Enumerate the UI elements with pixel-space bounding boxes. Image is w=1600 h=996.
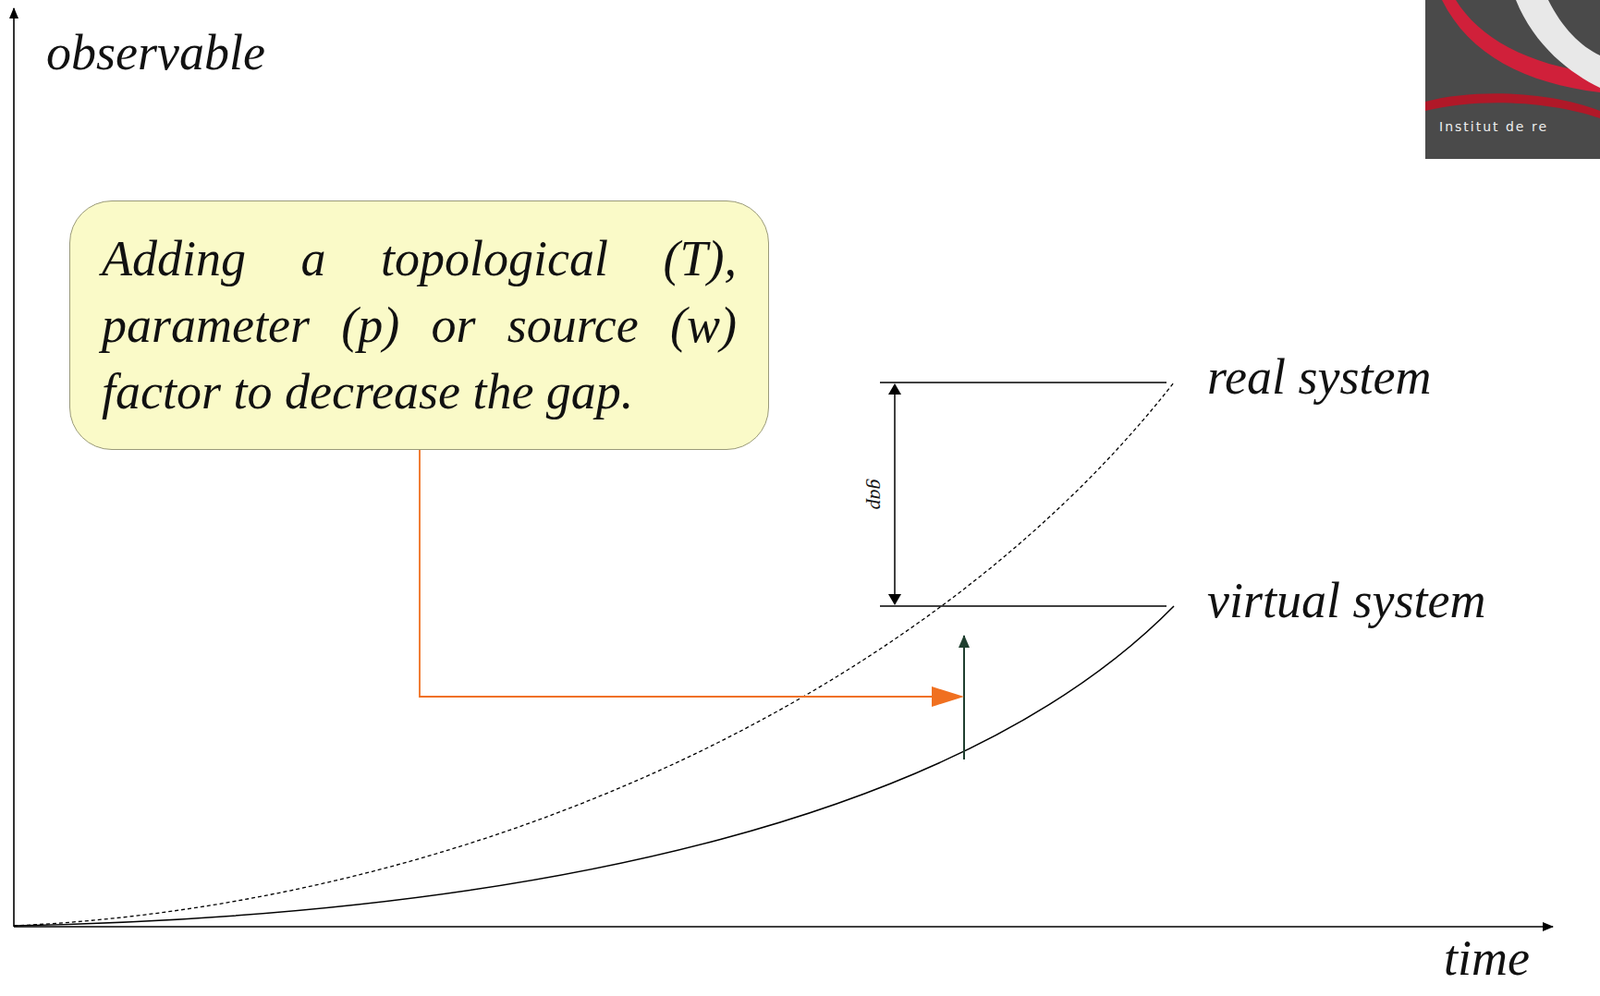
- series-label: real system: [1207, 352, 1431, 403]
- real-level: [879, 381, 1167, 383]
- logo-ground: [1425, 0, 1600, 159]
- y-axis: [12, 8, 15, 928]
- logo-shape: [1515, 0, 1600, 88]
- axis-label: observable: [46, 27, 266, 78]
- series-label: virtual system: [1207, 575, 1486, 626]
- correction-arrow: [963, 635, 965, 760]
- logo-band: [1425, 93, 1600, 119]
- axis-label: time: [1443, 933, 1530, 984]
- gap-arrow-up: [893, 384, 896, 495]
- logo-swoosh: [1441, 0, 1600, 93]
- institute-logo: [1425, 0, 1600, 159]
- dimension-label: gap: [865, 477, 888, 513]
- leader-line: [419, 450, 932, 697]
- real-curve: [13, 382, 1174, 927]
- callout-box: Adding a topological (T), parameter (p) …: [69, 200, 770, 451]
- x-axis: [13, 926, 1553, 929]
- callout-text: Adding a topological (T), parameter (p) …: [101, 225, 737, 426]
- leader-head: [931, 686, 965, 708]
- gap-arrow-down: [893, 494, 896, 605]
- virtual-curve: [13, 606, 1174, 927]
- logo-text: Institut de re: [1439, 120, 1549, 134]
- virtual-level: [879, 605, 1167, 607]
